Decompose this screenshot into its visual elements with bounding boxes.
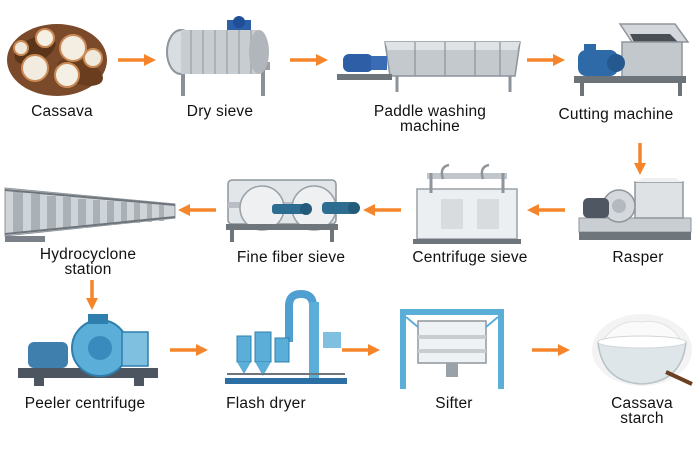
rasper-image xyxy=(575,178,695,246)
arrow-right-icon xyxy=(170,343,208,362)
arrow-left-icon xyxy=(527,203,565,222)
label-hydrocyclone: Hydrocyclone station xyxy=(39,246,137,278)
flash-dryer-image xyxy=(225,289,350,387)
label-peeler-centrifuge: Peeler centrifuge xyxy=(24,395,146,412)
label-rasper: Rasper xyxy=(612,249,664,266)
label-centrifuge-sieve: Centrifuge sieve xyxy=(412,249,528,266)
dry-sieve-image xyxy=(163,16,283,98)
arrow-left-icon xyxy=(178,203,216,222)
arrow-right-icon xyxy=(527,53,565,72)
cassava-starch-image xyxy=(588,312,696,392)
label-dry-sieve: Dry sieve xyxy=(186,103,254,120)
label-cutting-machine: Cutting machine xyxy=(558,106,674,123)
peeler-centrifuge-image xyxy=(14,312,164,387)
label-cassava-starch: Cassava starch xyxy=(611,395,673,427)
hydrocyclone-image xyxy=(4,178,176,243)
arrow-left-icon xyxy=(363,203,401,222)
cutting-machine-image xyxy=(570,20,695,100)
arrow-right-icon xyxy=(342,343,380,362)
paddle-washing-image xyxy=(335,40,525,95)
label-sifter: Sifter xyxy=(435,395,473,412)
cassava-image xyxy=(5,20,110,98)
fine-fiber-sieve-image xyxy=(222,172,360,244)
label-flash-dryer: Flash dryer xyxy=(226,395,306,412)
arrow-right-icon xyxy=(532,343,570,362)
arrow-down-icon xyxy=(633,143,647,180)
label-paddle-washing: Paddle washing machine xyxy=(373,103,487,135)
label-fine-fiber-sieve: Fine fiber sieve xyxy=(236,249,346,266)
sifter-image xyxy=(392,305,512,390)
arrow-right-icon xyxy=(118,53,156,72)
arrow-right-icon xyxy=(290,53,328,72)
label-cassava: Cassava xyxy=(31,103,93,120)
centrifuge-sieve-image xyxy=(413,163,523,245)
arrow-down-icon xyxy=(85,280,99,315)
